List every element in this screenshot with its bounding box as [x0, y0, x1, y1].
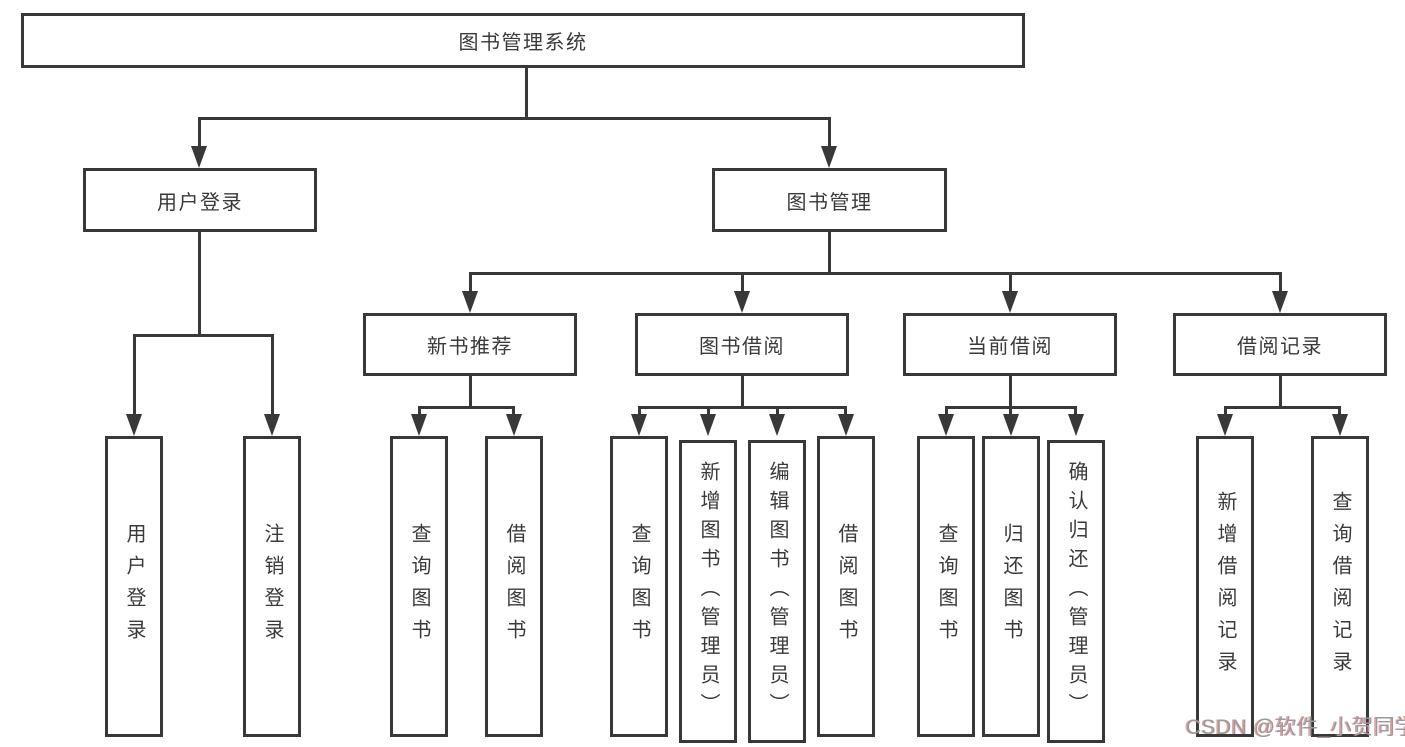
leaf-add-book-admin-label: 新增图书（管理员）	[697, 461, 719, 722]
leaf-query-borrow-record: 查询借阅记录	[1311, 436, 1369, 737]
leaf-user-login: 用户登录	[105, 436, 163, 737]
connector-book-mgmt-stem	[828, 232, 831, 274]
arrow-down-icon	[769, 414, 785, 436]
leaf-borrow-books-recommend: 借阅图书	[485, 436, 543, 737]
arrow-down-icon	[1068, 414, 1084, 436]
arrow-down-icon	[1002, 291, 1018, 313]
connector-arrow-stem	[844, 406, 847, 414]
connector-arrow-stem	[469, 272, 472, 293]
connector-group-stem	[1009, 376, 1012, 408]
node-new-book-recommend: 新书推荐	[363, 313, 577, 376]
leaf-logout: 注销登录	[243, 436, 301, 737]
leaf-edit-book-admin-label: 编辑图书（管理员）	[766, 461, 788, 722]
connector-arrow-stem	[512, 406, 515, 414]
leaf-return-book-label: 归还图书	[1000, 522, 1022, 651]
connector-arrow-stem	[776, 406, 779, 414]
node-new-book-recommend-label: 新书推荐	[427, 336, 513, 358]
connector-arrow-stem	[1279, 272, 1282, 293]
node-book-management: 图书管理	[712, 168, 947, 232]
connector-user-login-bar	[133, 334, 274, 337]
arrow-down-icon	[126, 414, 142, 436]
leaf-query-books-borrowing: 查询图书	[610, 436, 668, 737]
connector-group-bar	[1224, 406, 1341, 409]
leaf-borrow-books-borrowing-label: 借阅图书	[835, 522, 857, 651]
node-borrowing-records-label: 借阅记录	[1237, 336, 1323, 358]
leaf-confirm-return-admin: 确认归还（管理员）	[1047, 440, 1105, 743]
arrow-down-icon	[1332, 414, 1348, 436]
connector-arrow-stem	[707, 406, 710, 414]
arrow-down-icon	[264, 414, 280, 436]
node-book-borrowing-label: 图书借阅	[699, 336, 785, 358]
connector-arrow-stem	[945, 406, 948, 414]
arrow-down-icon	[631, 414, 647, 436]
leaf-logout-label: 注销登录	[261, 522, 283, 651]
leaf-borrow-books-borrowing: 借阅图书	[817, 436, 875, 737]
arrow-down-icon	[838, 414, 854, 436]
node-borrowing-records: 借阅记录	[1173, 313, 1387, 376]
leaf-user-login-label: 用户登录	[123, 522, 145, 651]
connector-root-bar	[199, 117, 831, 120]
connector-arrow-stem	[1224, 406, 1227, 414]
connector-arrow-stem	[741, 272, 744, 293]
leaf-borrow-books-recommend-label: 借阅图书	[503, 522, 525, 651]
connector-book-mgmt-bar	[469, 272, 1282, 275]
arrow-down-icon	[462, 291, 478, 313]
leaf-query-books-current-label: 查询图书	[935, 522, 957, 651]
arrow-down-icon	[938, 414, 954, 436]
node-library-system: 图书管理系统	[21, 13, 1025, 68]
connector-group-stem	[741, 376, 744, 408]
leaf-query-books-current: 查询图书	[917, 436, 975, 737]
connector-arrow-stem	[271, 334, 274, 414]
arrow-down-icon	[191, 146, 207, 168]
connector-user-login-stem	[198, 232, 201, 337]
connector-arrow-stem	[1074, 406, 1077, 414]
connector-group-bar	[638, 406, 847, 409]
connector-arrow-stem	[828, 117, 831, 148]
node-book-borrowing: 图书借阅	[635, 313, 849, 376]
node-current-borrowing-label: 当前借阅	[967, 336, 1053, 358]
leaf-query-borrow-record-label: 查询借阅记录	[1329, 490, 1351, 683]
node-user-login-label: 用户登录	[157, 191, 243, 214]
leaf-return-book: 归还图书	[982, 436, 1040, 737]
leaf-edit-book-admin: 编辑图书（管理员）	[748, 440, 806, 743]
leaf-query-books-recommend-label: 查询图书	[408, 522, 430, 651]
leaf-add-borrow-record-label: 新增借阅记录	[1214, 490, 1236, 683]
node-user-login: 用户登录	[83, 168, 317, 232]
leaf-add-borrow-record: 新增借阅记录	[1196, 436, 1254, 737]
connector-arrow-stem	[418, 406, 421, 414]
connector-arrow-stem	[1009, 272, 1012, 293]
connector-arrow-stem	[638, 406, 641, 414]
connector-root-stem	[525, 68, 528, 118]
arrow-down-icon	[734, 291, 750, 313]
arrow-down-icon	[1003, 414, 1019, 436]
connector-group-bar	[418, 406, 515, 409]
leaf-query-books-recommend: 查询图书	[390, 436, 448, 737]
arrow-down-icon	[700, 414, 716, 436]
leaf-add-book-admin: 新增图书（管理员）	[679, 440, 737, 743]
connector-group-stem	[1279, 376, 1282, 408]
arrow-down-icon	[411, 414, 427, 436]
arrow-down-icon	[1272, 291, 1288, 313]
arrow-down-icon	[506, 414, 522, 436]
node-current-borrowing: 当前借阅	[903, 313, 1117, 376]
connector-arrow-stem	[1338, 406, 1341, 414]
node-book-management-label: 图书管理	[786, 191, 873, 214]
csdn-watermark: CSDN @软件_小贺同学	[1186, 716, 1405, 739]
leaf-query-books-borrowing-label: 查询图书	[628, 522, 650, 651]
connector-group-stem	[469, 376, 472, 408]
arrow-down-icon	[1217, 414, 1233, 436]
connector-arrow-stem	[133, 334, 136, 414]
node-library-system-label: 图书管理系统	[458, 32, 588, 54]
connector-arrow-stem	[1009, 406, 1012, 414]
leaf-confirm-return-admin-label: 确认归还（管理员）	[1065, 461, 1087, 722]
arrow-down-icon	[821, 146, 837, 168]
connector-arrow-stem	[198, 117, 201, 148]
